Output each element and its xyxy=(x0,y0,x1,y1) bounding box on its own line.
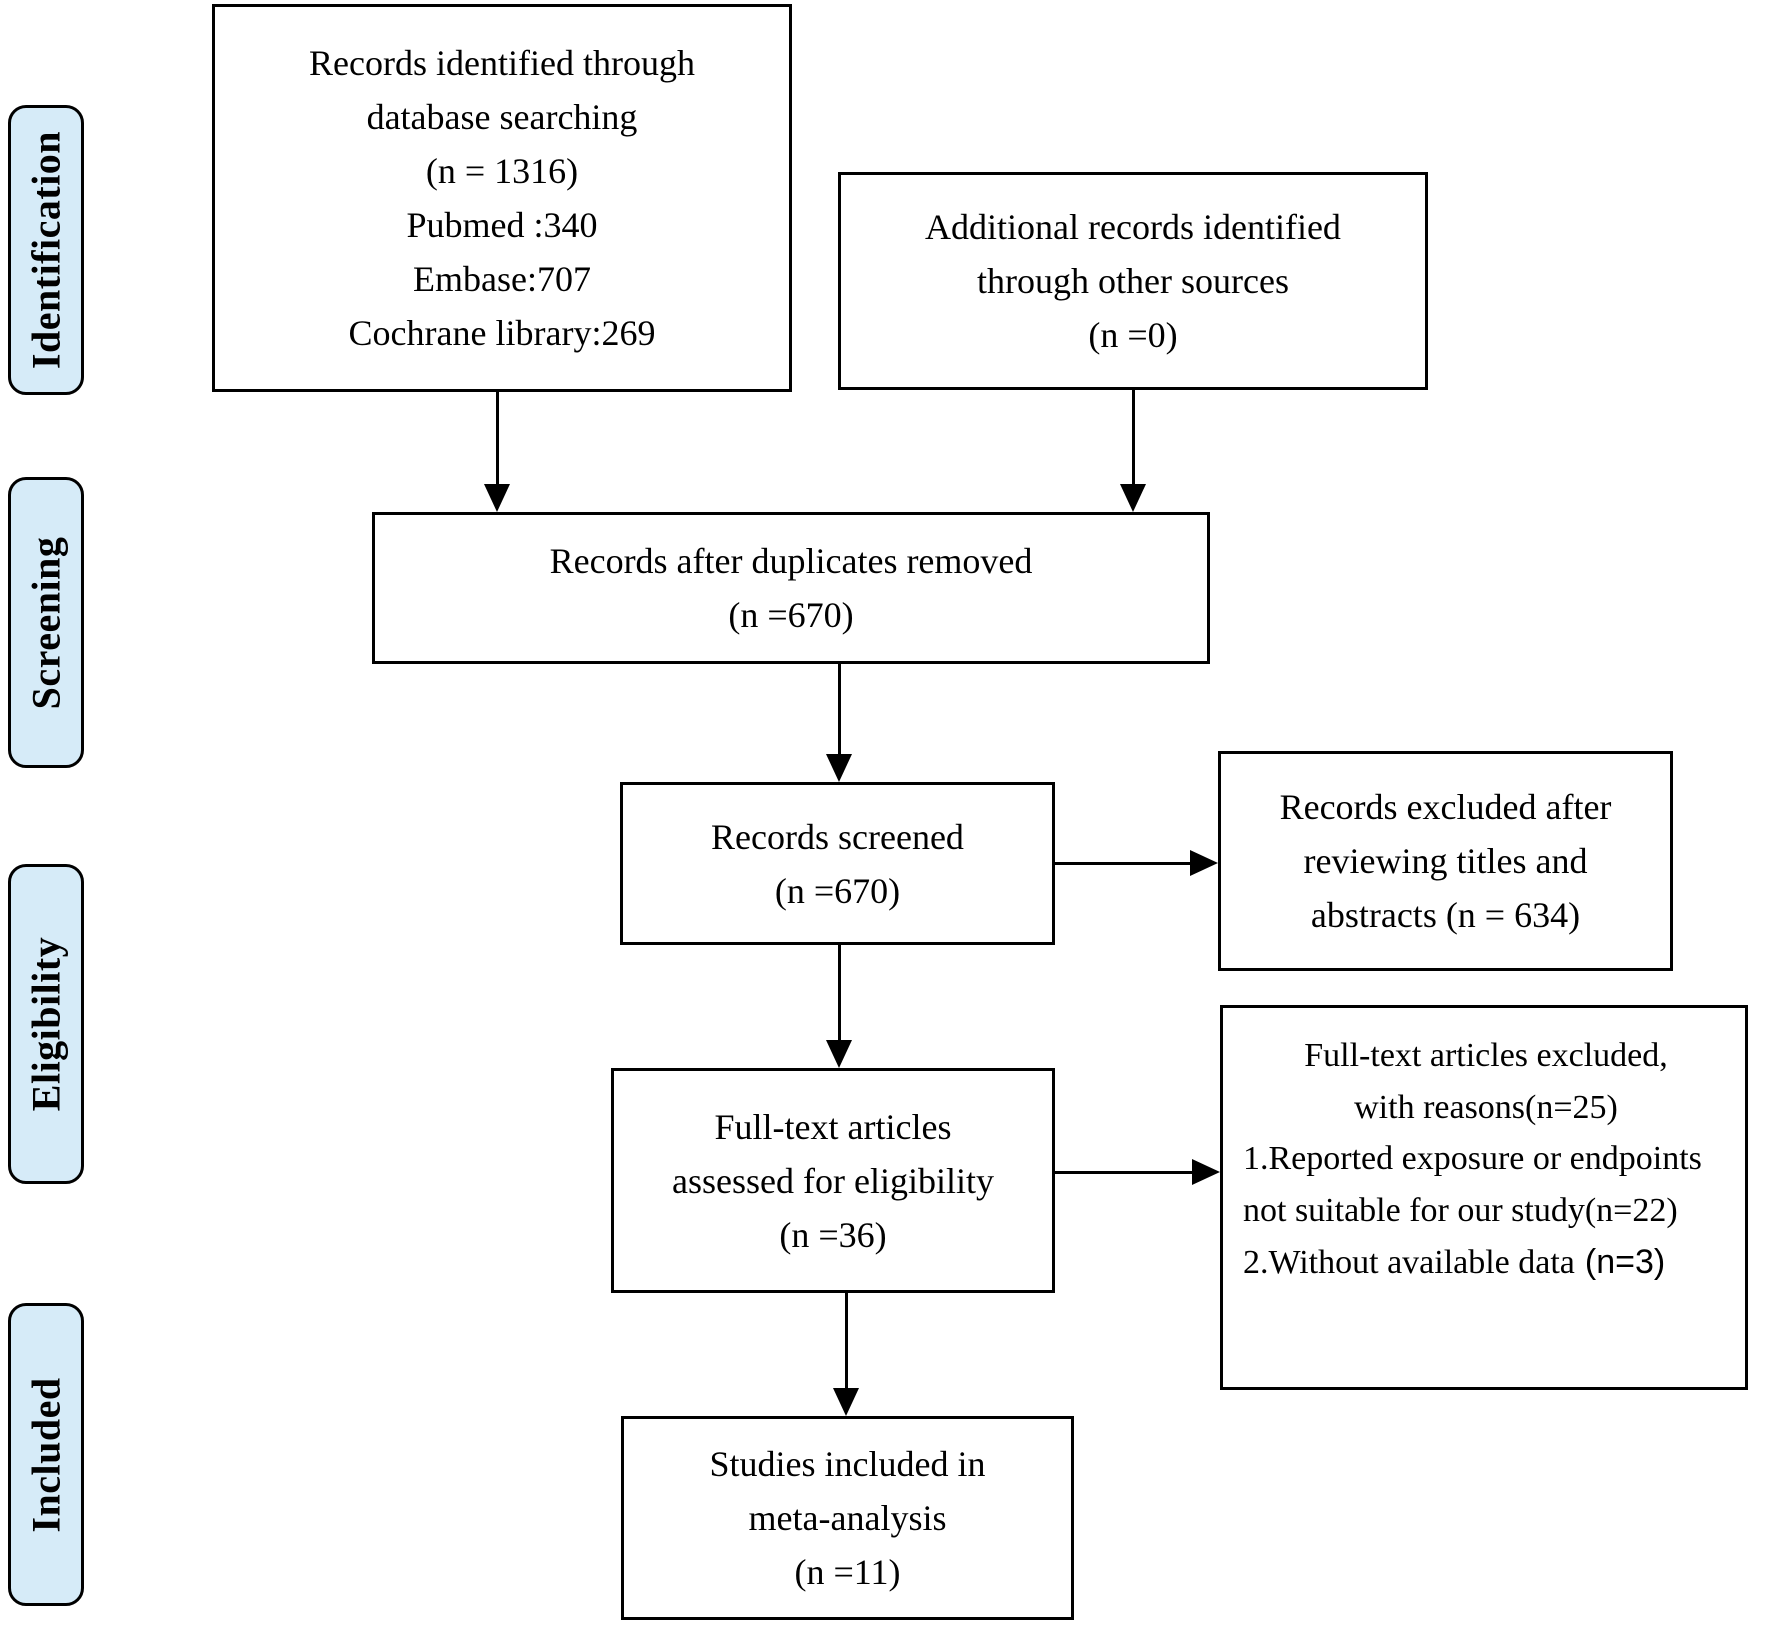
arrow-screened-to-excluded-head xyxy=(1190,850,1218,876)
arrow-fulltext-to-included-head xyxy=(833,1388,859,1416)
text-line: Embase:707 xyxy=(413,259,591,299)
text-line: (n =11) xyxy=(794,1552,901,1592)
text-line: database searching xyxy=(366,97,638,137)
stage-eligibility: Eligibility xyxy=(8,864,84,1184)
box-records-screened: Records screened (n =670) xyxy=(620,782,1055,945)
text-line: Records after duplicates removed xyxy=(549,541,1033,581)
text-line: 2.Without available data xyxy=(1243,1243,1575,1281)
arrow-screened-to-fulltext-head xyxy=(826,1040,852,1068)
stage-identification: Identification xyxy=(8,105,84,395)
exclusion-reason-1: 1.Reported exposure or endpoints not sui… xyxy=(1243,1140,1702,1230)
box-studies-included: Studies included in meta-analysis (n =11… xyxy=(621,1416,1074,1620)
text-line: Pubmed :340 xyxy=(406,205,598,245)
text-line: with reasons(n=25) xyxy=(1354,1088,1618,1126)
text-line: (n =36) xyxy=(779,1214,887,1255)
text-line: Full-text articles excluded, xyxy=(1304,1037,1668,1074)
box-duplicates-removed: Records after duplicates removed (n =670… xyxy=(372,512,1210,664)
exclusion-reason-2: 2.Without available data(n=3) xyxy=(1243,1237,1729,1289)
text-line: (n =670) xyxy=(774,870,901,911)
text-line: (n=3) xyxy=(1584,1242,1666,1281)
box-additional-records: Additional records identified through ot… xyxy=(838,172,1428,390)
stage-screening-label: Screening xyxy=(23,536,69,709)
text-line: Full-text articles xyxy=(714,1106,952,1147)
text-line: Records excluded after xyxy=(1279,787,1612,827)
box-fulltext-assessed: Full-text articles assessed for eligibil… xyxy=(611,1068,1055,1293)
stage-identification-label: Identification xyxy=(23,130,69,370)
stage-eligibility-label: Eligibility xyxy=(23,936,69,1112)
text-line: reviewing titles and xyxy=(1303,841,1588,881)
arrow-duplicates-to-screened-shaft xyxy=(838,664,841,756)
arrow-screened-to-excluded-shaft xyxy=(1055,862,1197,865)
arrow-additional-to-duplicates-head xyxy=(1120,484,1146,512)
text-line: abstracts (n = 634) xyxy=(1310,895,1581,935)
stage-included-label: Included xyxy=(23,1376,69,1533)
text-line: Records identified through xyxy=(309,43,695,83)
text-line: Studies included in xyxy=(709,1444,986,1484)
text-line: meta-analysis xyxy=(748,1498,947,1538)
box-records-identified: Records identified through database sear… xyxy=(212,4,792,392)
text-line: (n = 1316) xyxy=(425,151,579,191)
arrow-fulltext-to-included-shaft xyxy=(845,1293,848,1390)
text-line: assessed for eligibility xyxy=(672,1160,994,1201)
arrow-screened-to-fulltext-shaft xyxy=(838,945,841,1042)
text-line: Additional records identified xyxy=(925,207,1341,247)
arrow-identified-to-duplicates-shaft xyxy=(496,392,499,488)
arrow-fulltext-to-excluded-shaft xyxy=(1055,1171,1199,1174)
text-line: Records screened xyxy=(711,816,964,857)
text-line: Cochrane library:269 xyxy=(348,313,656,353)
stage-included: Included xyxy=(8,1303,84,1606)
box-records-excluded: Records excluded after reviewing titles … xyxy=(1218,751,1673,971)
text-line: through other sources xyxy=(977,261,1289,301)
text-line: (n =670) xyxy=(728,595,854,635)
arrow-duplicates-to-screened-head xyxy=(826,754,852,782)
arrow-additional-to-duplicates-shaft xyxy=(1132,390,1135,488)
arrow-identified-to-duplicates-head xyxy=(484,484,510,512)
arrow-fulltext-to-excluded-head xyxy=(1192,1159,1220,1185)
text-line: (n =0) xyxy=(1088,315,1178,355)
box-fulltext-excluded: Full-text articles excluded, with reason… xyxy=(1220,1005,1748,1390)
stage-screening: Screening xyxy=(8,477,84,768)
